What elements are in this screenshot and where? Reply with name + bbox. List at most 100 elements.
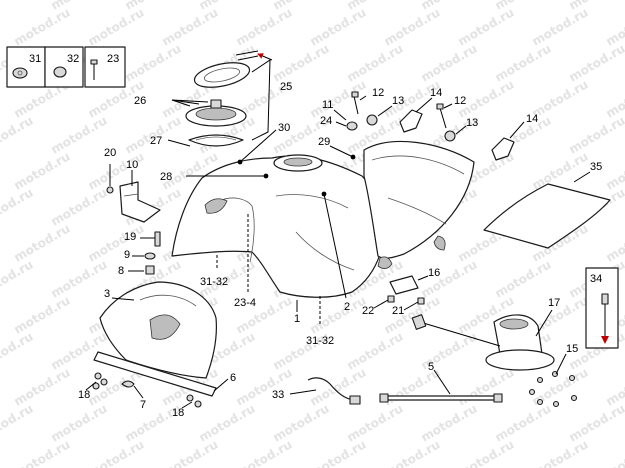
watermark-text: motod.ru [271,401,332,444]
callout-21: 21 [392,305,404,317]
callout-34: 34 [590,273,602,285]
watermark-text: motod.ru [49,329,110,372]
watermark-text: motod.ru [604,365,625,408]
watermark-text: motod.ru [197,401,258,444]
callout-19: 19 [124,231,136,243]
callout-13-b: 13 [466,117,478,129]
screws-15 [528,370,578,408]
callout-29: 29 [318,136,330,148]
watermark-text: motod.ru [419,401,480,444]
watermark-text: motod.ru [160,437,221,468]
callout-33: 33 [272,389,284,401]
watermark-text: motod.ru [308,77,369,120]
watermark-text: motod.ru [456,437,517,468]
fuel-tank [171,129,475,326]
watermark-text: motod.ru [0,329,35,372]
callout-12-a: 12 [372,87,384,99]
box-34 [585,267,619,349]
watermark-text: motod.ru [234,365,295,408]
callout-32-box: 32 [67,53,79,65]
watermark-text: motod.ru [234,437,295,468]
watermark-text: motod.ru [12,293,73,336]
watermark-text: motod.ru [567,41,625,84]
gasket-27 [188,134,244,147]
callout-arrows [190,53,273,177]
watermark-text: motod.ru [456,365,517,408]
watermark-text: motod.ru [382,437,443,468]
rubber-mat-35 [483,171,611,249]
screw-23-icon [90,59,98,80]
left-bracket-parts [106,164,161,275]
watermark-text: motod.ru [12,149,73,192]
watermark-text: motod.ru [12,437,73,468]
lower-panel [85,281,229,409]
callout-26: 26 [134,95,146,107]
callout-25: 25 [280,81,292,93]
callout-8: 8 [118,265,124,277]
watermark-text: motod.ru [308,293,369,336]
callout-20: 20 [104,147,116,159]
watermark-text: motod.ru [382,5,443,48]
watermark-text: motod.ru [160,5,221,48]
callout-3: 3 [104,288,110,300]
callout-15: 15 [566,343,578,355]
watermark-text: motod.ru [604,77,625,120]
callout-2: 2 [344,301,350,313]
callout-7: 7 [140,399,146,411]
box-31 [6,46,46,88]
right-hardware [333,91,525,161]
callout-14-b: 14 [526,113,538,125]
callout-31-box: 31 [29,53,41,65]
watermark-text: motod.ru [234,5,295,48]
callout-10: 10 [126,159,138,171]
callout-14-a: 14 [430,87,442,99]
watermark-text: motod.ru [49,185,110,228]
watermark-text: motod.ru [567,401,625,444]
bolts-18-right [186,394,202,408]
callout-labels: 25 26 27 30 29 28 20 10 19 9 8 31-32 23-… [78,81,602,419]
cap-cover [193,62,251,88]
callout-28: 28 [160,171,172,183]
callout-30: 30 [278,122,290,134]
fuel-cap-assembly [167,50,271,147]
callout-31-32-b: 31-32 [306,335,334,347]
watermark-text: motod.ru [0,113,35,156]
small-parts-boxes: 31 32 23 [6,46,126,88]
watermark-text: motod.ru [530,437,591,468]
watermark-text: motod.ru [604,437,625,468]
watermark-text: motod.ru [530,149,591,192]
watermark-text: motod.ru [419,41,480,84]
watermark-text: motod.ru [12,365,73,408]
callout-16: 16 [428,267,440,279]
watermark-text: motod.ru [49,401,110,444]
watermark-text: motod.ru [0,401,35,444]
callout-18-b: 18 [172,407,184,419]
watermark-text: motod.ru [530,77,591,120]
watermark-text: motod.ru [604,221,625,264]
fuel-pump [373,275,578,408]
callout-24: 24 [320,115,332,127]
pipes [289,369,503,405]
watermark-text: motod.ru [0,185,35,228]
watermark-text: motod.ru [604,149,625,192]
watermark-text: motod.ru [530,5,591,48]
box-23 [84,46,126,88]
watermark-text: motod.ru [12,221,73,264]
callout-23-box: 23 [107,53,119,65]
watermark-text: motod.ru [493,41,554,84]
callout-22: 22 [362,305,374,317]
callout-1: 1 [294,313,300,325]
callout-6: 6 [230,372,236,384]
watermark-text: motod.ru [493,401,554,444]
watermark-text: motod.ru [345,401,406,444]
callout-23-4: 23-4 [234,297,256,309]
callout-11: 11 [322,99,333,111]
box-34-frame [585,267,619,349]
watermark-text: motod.ru [0,0,35,13]
watermark-text: motod.ru [493,257,554,300]
watermark-text: motod.ru [123,41,184,84]
watermark-text: motod.ru [345,41,406,84]
callout-5: 5 [428,361,434,373]
watermark-text: motod.ru [456,5,517,48]
